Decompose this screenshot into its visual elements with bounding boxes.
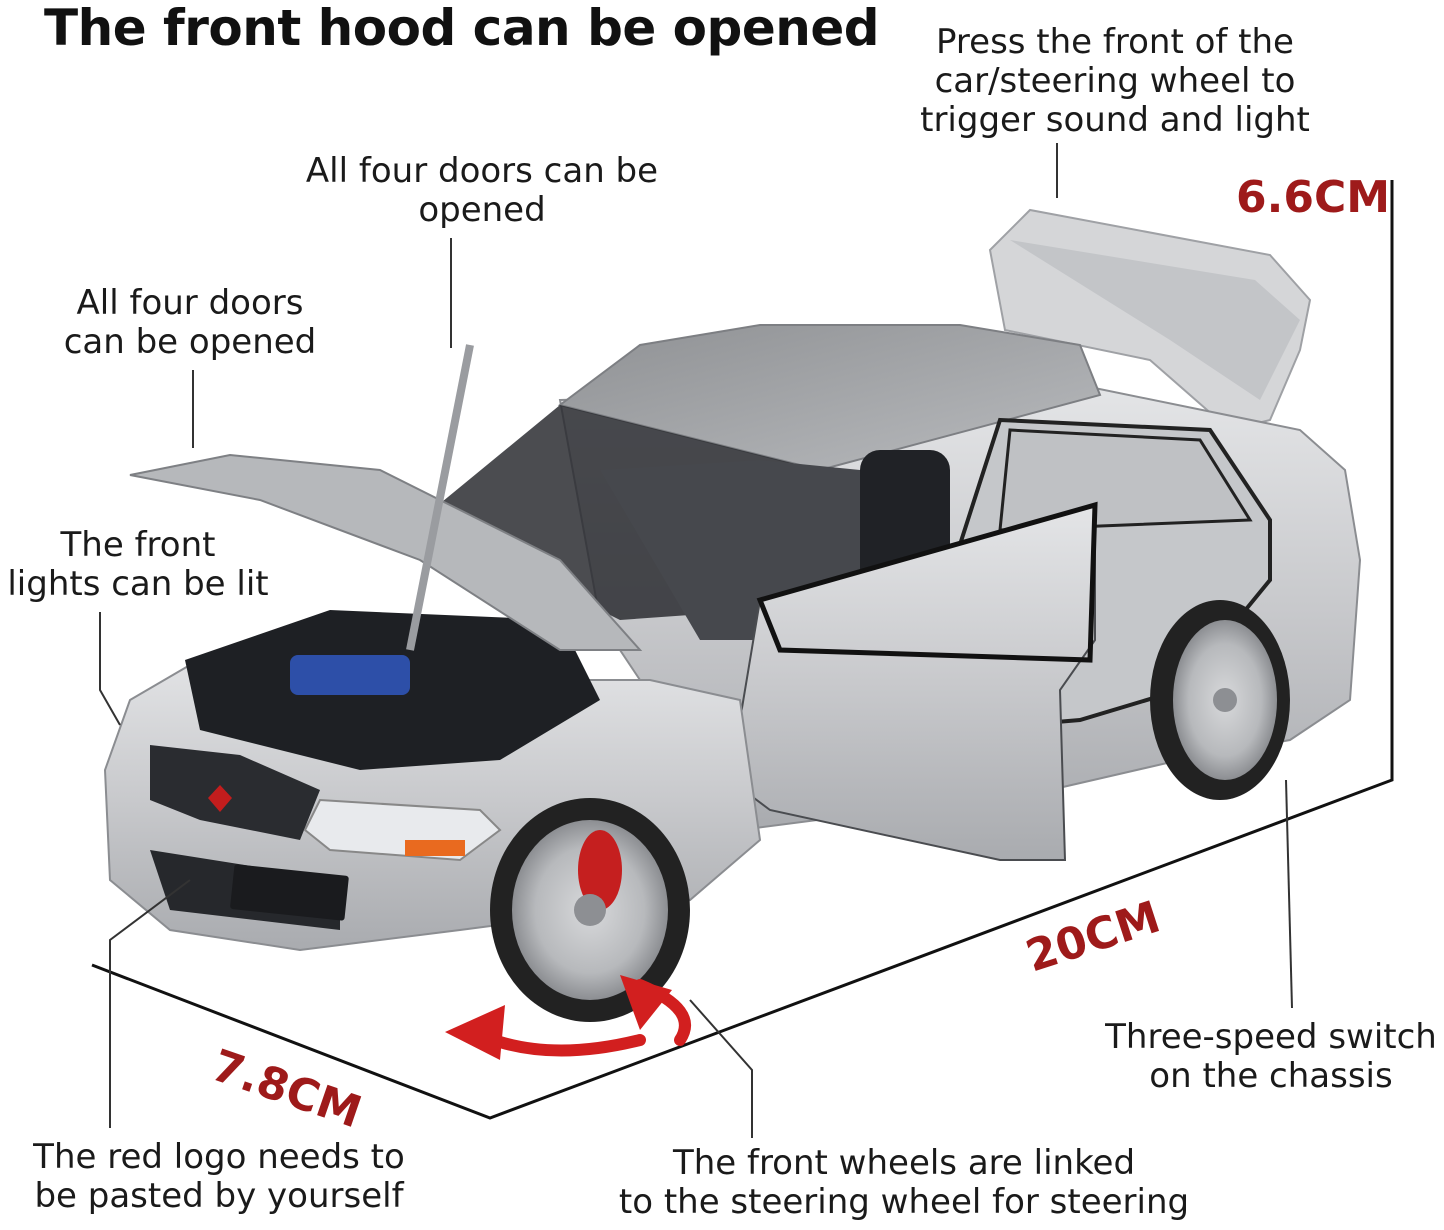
callout-doors-top: All four doors can be opened — [282, 152, 682, 230]
callout-front-wheels: The front wheels are linked to the steer… — [604, 1144, 1204, 1222]
callout-red-logo: The red logo needs to be pasted by yours… — [14, 1138, 424, 1216]
callout-front-lights: The front lights can be lit — [0, 526, 276, 604]
callout-line: trigger sound and light — [920, 100, 1310, 140]
arrow-head-right — [620, 975, 672, 1030]
callout-sound-light: Press the front of the car/steering whee… — [900, 23, 1330, 140]
leader-lines — [99, 143, 1293, 1138]
front-door-open — [728, 501, 1098, 861]
callout-line: All four doors — [76, 283, 304, 323]
arrow-head-left — [445, 1005, 505, 1060]
callout-line: The front — [60, 525, 216, 565]
front-grille — [150, 745, 320, 840]
callout-line: Press the front of the — [936, 22, 1294, 62]
license-plate — [230, 864, 349, 921]
hood-strut — [406, 344, 474, 651]
open-hood — [129, 453, 643, 651]
rear-wheel — [1150, 600, 1290, 800]
front-wheel — [490, 798, 690, 1022]
engine-cover — [290, 655, 410, 695]
headlight — [303, 798, 502, 862]
callout-line: All four doors can be — [305, 151, 659, 191]
callout-line: Three-speed switch — [1105, 1017, 1437, 1057]
floor-box — [91, 180, 1394, 1120]
dimension-height: 6.6CM — [1236, 172, 1391, 223]
callout-line: The front wheels are linked — [672, 1143, 1136, 1183]
callout-line: The red logo needs to — [33, 1137, 405, 1177]
turn-signal — [405, 840, 465, 856]
callout-line: opened — [418, 190, 546, 230]
callout-line: on the chassis — [1149, 1056, 1393, 1096]
callout-line: to the steering wheel for steering — [618, 1182, 1190, 1222]
callout-doors-left: All four doors can be opened — [40, 284, 340, 362]
callout-line: be pasted by yourself — [34, 1176, 404, 1216]
callout-line: lights can be lit — [7, 564, 269, 604]
callout-line: can be opened — [63, 322, 317, 362]
red-logo — [208, 785, 232, 812]
callout-line: car/steering wheel to — [934, 61, 1296, 101]
page-title: The front hood can be opened — [44, 0, 880, 57]
callout-chassis-switch: Three-speed switch on the chassis — [1098, 1018, 1444, 1096]
